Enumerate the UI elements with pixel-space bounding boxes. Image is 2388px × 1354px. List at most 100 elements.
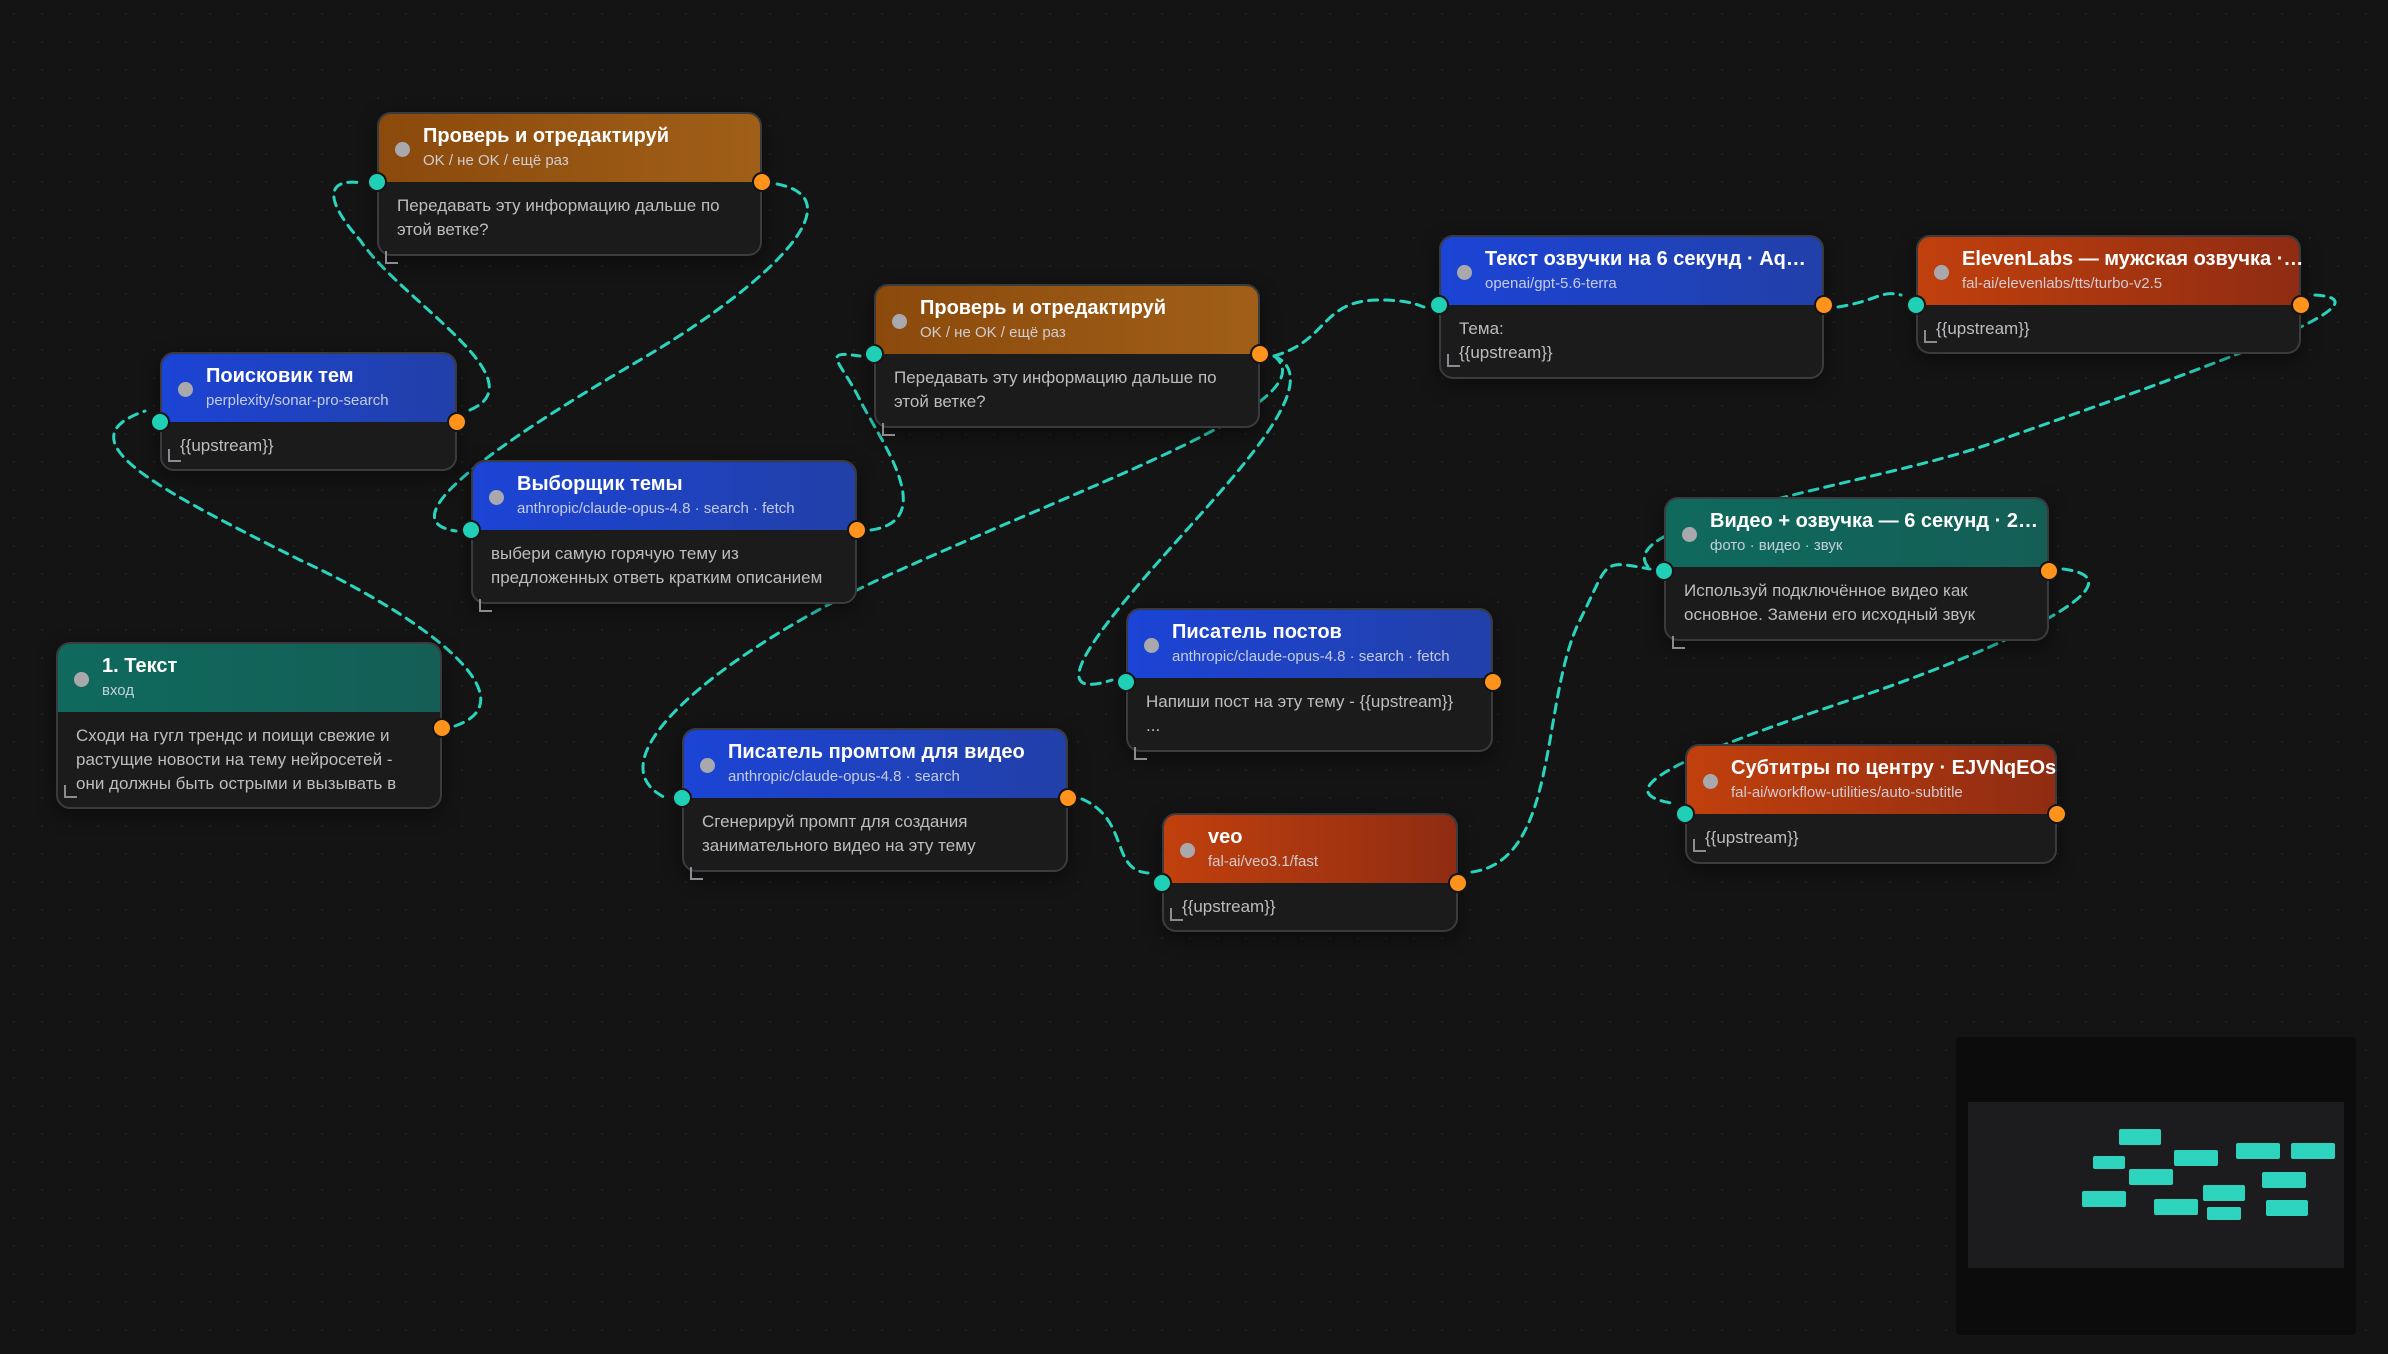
node-header[interactable]: 1. Текст вход: [58, 644, 440, 712]
input-port[interactable]: [1116, 672, 1136, 692]
resize-handle-icon[interactable]: [479, 599, 492, 612]
output-port[interactable]: [432, 718, 452, 738]
input-port[interactable]: [461, 520, 481, 540]
node-header[interactable]: Субтитры по центру · EJVNqEOs fal-ai/wor…: [1687, 746, 2056, 814]
status-dot-icon: [1682, 527, 1697, 542]
node-text-input[interactable]: 1. Текст вход Сходи на гугл трендс и пои…: [56, 642, 452, 809]
node-subtitle: вход: [102, 682, 135, 699]
node-center-subtitles[interactable]: Субтитры по центру · EJVNqEOs fal-ai/wor…: [1675, 744, 2067, 864]
input-port[interactable]: [150, 412, 170, 432]
resize-handle-icon[interactable]: [1693, 839, 1706, 852]
resize-handle-icon[interactable]: [1672, 636, 1685, 649]
node-title: Поисковик тем: [206, 365, 354, 387]
node-post-writer[interactable]: Писатель постов anthropic/claude-opus-4.…: [1116, 608, 1503, 760]
node-title: Видео + озвучка — 6 секунд · 2…: [1710, 510, 2038, 532]
status-dot-icon: [1180, 843, 1195, 858]
node-title: Проверь и отредактируй: [423, 125, 670, 147]
output-port[interactable]: [1814, 295, 1834, 315]
input-port[interactable]: [1906, 295, 1926, 315]
output-port[interactable]: [847, 520, 867, 540]
output-port[interactable]: [2047, 804, 2067, 824]
output-port[interactable]: [752, 172, 772, 192]
status-dot-icon: [1144, 638, 1159, 653]
minimap-node: [2093, 1156, 2125, 1169]
node-body[interactable]: Сгенерируй промпт для создания занимател…: [684, 798, 1066, 880]
node-header[interactable]: Проверь и отредактируй OK / не OK / ещё …: [379, 114, 760, 182]
resize-handle-icon[interactable]: [1447, 354, 1460, 367]
node-video-voiceover[interactable]: Видео + озвучка — 6 секунд · 2… фото · в…: [1654, 497, 2059, 649]
node-header[interactable]: Проверь и отредактируй OK / не OK / ещё …: [876, 286, 1258, 354]
status-dot-icon: [74, 672, 89, 687]
minimap[interactable]: [1956, 1037, 2356, 1335]
output-port[interactable]: [2291, 295, 2311, 315]
node-body[interactable]: Используй подключённое видео как основно…: [1666, 567, 2047, 649]
node-elevenlabs-tts[interactable]: ElevenLabs — мужская озвучка ·… fal-ai/e…: [1906, 235, 2311, 354]
node-body[interactable]: выбери самую горячую тему из предложенны…: [473, 530, 855, 612]
output-port[interactable]: [1483, 672, 1503, 692]
resize-handle-icon[interactable]: [1134, 747, 1147, 760]
resize-handle-icon[interactable]: [1170, 908, 1183, 921]
node-prompt-text: Напиши пост на эту тему - {{upstream}} .…: [1146, 692, 1454, 735]
node-header[interactable]: Писатель промтом для видео anthropic/cla…: [684, 730, 1066, 798]
input-port[interactable]: [1675, 804, 1695, 824]
node-body[interactable]: {{upstream}}: [1687, 814, 2055, 852]
node-voiceover-text[interactable]: Текст озвучки на 6 секунд · Aq… openai/g…: [1429, 235, 1834, 379]
node-body[interactable]: Тема: {{upstream}}: [1441, 305, 1822, 367]
output-port[interactable]: [1250, 344, 1270, 364]
node-header[interactable]: Поисковик тем perplexity/sonar-pro-searc…: [162, 354, 455, 422]
minimap-node: [2119, 1129, 2161, 1145]
minimap-node: [2236, 1143, 2280, 1159]
node-title: Проверь и отредактируй: [920, 297, 1167, 319]
node-header[interactable]: veo fal-ai/veo3.1/fast: [1164, 815, 1456, 883]
node-header[interactable]: ElevenLabs — мужская озвучка ·… fal-ai/e…: [1918, 237, 2304, 305]
status-dot-icon: [178, 382, 193, 397]
node-title: ElevenLabs — мужская озвучка ·…: [1962, 248, 2304, 270]
resize-handle-icon[interactable]: [1924, 330, 1937, 343]
output-port[interactable]: [2039, 561, 2059, 581]
node-check-edit-1[interactable]: Проверь и отредактируй OK / не OK / ещё …: [367, 112, 772, 264]
node-body[interactable]: Передавать эту информацию дальше по этой…: [876, 354, 1258, 436]
node-subtitle: anthropic/claude-opus-4.8 · search · fet…: [1172, 648, 1450, 665]
input-port[interactable]: [1654, 561, 1674, 581]
minimap-node: [2154, 1199, 2198, 1215]
node-body[interactable]: Напиши пост на эту тему - {{upstream}} .…: [1128, 678, 1491, 760]
output-port[interactable]: [447, 412, 467, 432]
resize-handle-icon[interactable]: [882, 423, 895, 436]
node-prompt-text: Сгенерируй промпт для создания занимател…: [702, 812, 976, 855]
resize-handle-icon[interactable]: [168, 449, 181, 462]
node-prompt-text: Используй подключённое видео как основно…: [1684, 581, 1976, 624]
node-header[interactable]: Видео + озвучка — 6 секунд · 2… фото · в…: [1666, 499, 2047, 567]
node-subtitle: фото · видео · звук: [1710, 537, 1843, 554]
output-port[interactable]: [1058, 788, 1078, 808]
node-prompt-text: выбери самую горячую тему из предложенны…: [491, 544, 823, 587]
node-subtitle: anthropic/claude-opus-4.8 · search · fet…: [517, 500, 795, 517]
node-body[interactable]: {{upstream}}: [1164, 883, 1456, 921]
status-dot-icon: [489, 490, 504, 505]
status-dot-icon: [1703, 774, 1718, 789]
resize-handle-icon[interactable]: [690, 867, 703, 880]
input-port[interactable]: [367, 172, 387, 192]
input-port[interactable]: [672, 788, 692, 808]
node-header[interactable]: Текст озвучки на 6 секунд · Aq… openai/g…: [1441, 237, 1822, 305]
node-topic-search[interactable]: Поисковик тем perplexity/sonar-pro-searc…: [150, 352, 467, 471]
input-port[interactable]: [1429, 295, 1449, 315]
output-port[interactable]: [1448, 873, 1468, 893]
resize-handle-icon[interactable]: [64, 785, 77, 798]
node-title: Писатель промтом для видео: [728, 741, 1025, 763]
node-body[interactable]: {{upstream}}: [162, 422, 455, 462]
resize-handle-icon[interactable]: [385, 251, 398, 264]
node-topic-picker[interactable]: Выборщик темы anthropic/claude-opus-4.8 …: [461, 460, 867, 612]
node-header[interactable]: Писатель постов anthropic/claude-opus-4.…: [1128, 610, 1491, 678]
node-prompt-text: {{upstream}}: [1182, 897, 1276, 916]
node-header[interactable]: Выборщик темы anthropic/claude-opus-4.8 …: [473, 462, 855, 530]
node-video-prompt-writer[interactable]: Писатель промтом для видео anthropic/cla…: [672, 728, 1078, 880]
node-prompt-text: {{upstream}}: [1705, 828, 1799, 847]
status-dot-icon: [1934, 265, 1949, 280]
node-body[interactable]: Сходи на гугл трендс и поищи свежие и ра…: [58, 712, 440, 798]
input-port[interactable]: [1152, 873, 1172, 893]
input-port[interactable]: [864, 344, 884, 364]
node-body[interactable]: Передавать эту информацию дальше по этой…: [379, 182, 760, 264]
node-veo[interactable]: veo fal-ai/veo3.1/fast {{upstream}}: [1152, 813, 1468, 932]
node-body[interactable]: {{upstream}}: [1918, 305, 2299, 343]
node-check-edit-2[interactable]: Проверь и отредактируй OK / не OK / ещё …: [864, 284, 1270, 436]
